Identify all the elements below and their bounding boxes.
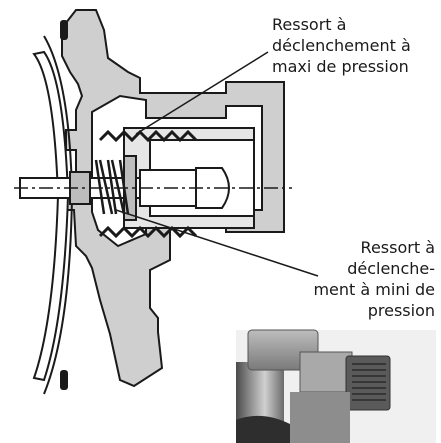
min-pressure-spring-label: Ressort à déclenche- ment à mini de pres… bbox=[313, 237, 435, 321]
flange-bolts bbox=[60, 20, 68, 390]
max-pressure-spring-label: Ressort à déclenchement à maxi de pressi… bbox=[272, 14, 411, 77]
max-label-line-2: déclenchement à bbox=[272, 36, 411, 55]
min-pressure-spring-coil-spring-icon bbox=[94, 159, 130, 215]
max-pressure-spring-coil-spring-icon bbox=[98, 129, 198, 239]
valve-photo-icon bbox=[236, 329, 436, 443]
central-shaft bbox=[19, 155, 230, 221]
max-label-line-3: maxi de pression bbox=[272, 57, 409, 76]
min-label-line-1: Ressort à bbox=[360, 238, 435, 257]
min-label-line-4: pression bbox=[367, 301, 435, 320]
leader-line-max bbox=[135, 51, 269, 135]
max-label-line-1: Ressort à bbox=[272, 15, 347, 34]
min-label-line-3: ment à mini de bbox=[313, 280, 435, 299]
min-label-line-2: déclenche- bbox=[347, 259, 435, 278]
leader-line-min bbox=[115, 209, 319, 277]
